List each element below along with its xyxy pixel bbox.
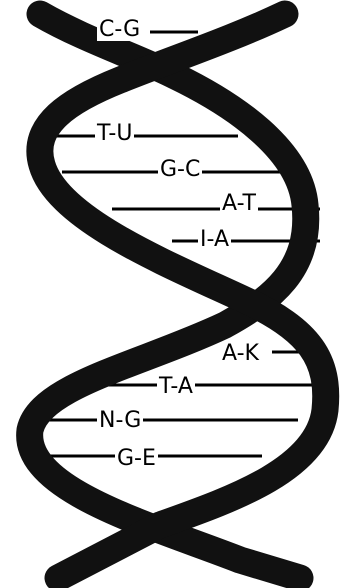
base-pair-label: N-G [97, 408, 144, 433]
helix-strands [16, 0, 340, 588]
base-pair-label: A-T [220, 191, 258, 216]
base-pair-label: T-U [95, 121, 135, 146]
base-pair-label: G-C [158, 157, 203, 182]
base-pair-label: A-K [220, 341, 261, 366]
strand-b [26, 0, 340, 588]
base-pair-label: T-A [157, 374, 195, 399]
base-pair-label: C-G [97, 17, 143, 42]
base-pair-label: I-A [198, 227, 231, 252]
base-pair-label: G-E [115, 446, 158, 471]
